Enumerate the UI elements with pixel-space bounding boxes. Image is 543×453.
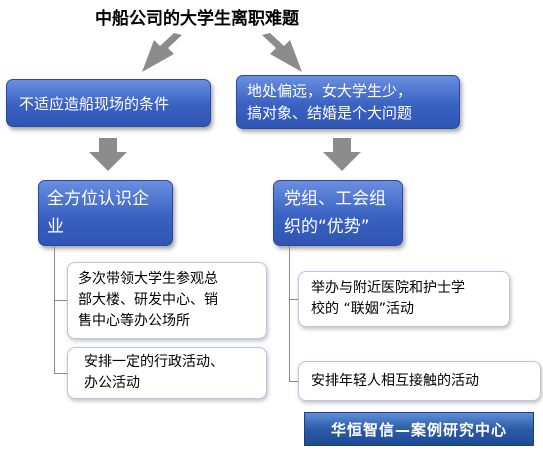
arrow-down-icon (89, 138, 127, 171)
connector-branch (54, 300, 67, 301)
connector-line-right (289, 246, 290, 381)
detail-matchmaking-line2: 校的 “联姻”活动 (311, 301, 414, 317)
diagram-title: 中船公司的大学生离职难题 (95, 9, 299, 29)
detail-box-matchmaking: 举办与附近医院和护士学 校的 “联姻”活动 (298, 271, 510, 327)
condition-box-left: 不适应造船现场的条件 (6, 79, 211, 127)
detail-visit-line1: 多次带领大学生参观总 (78, 271, 218, 287)
detail-box-social: 安排年轻人相互接触的活动 (298, 361, 541, 401)
connector-branch (54, 373, 67, 374)
arrow-down-icon (323, 138, 361, 171)
arrow-down-left-icon (142, 33, 182, 72)
detail-visit-line2: 部大楼、研发中心、销 (78, 292, 218, 308)
action-left-line1: 全方位认识企 (47, 189, 149, 209)
detail-matchmaking-line1: 举办与附近医院和护士学 (311, 280, 465, 296)
condition-left-text: 不适应造船现场的条件 (19, 94, 170, 113)
condition-right-line2: 搞对象、结婚是个大问题 (247, 104, 413, 122)
action-box-left: 全方位认识企 业 (38, 180, 173, 246)
condition-right-line1: 地处偏远，女大学生少， (247, 82, 413, 100)
action-right-line1: 党组、工会组 (284, 189, 386, 209)
detail-admin-line1: 安排一定的行政活动、 (84, 354, 224, 370)
action-box-right: 党组、工会组 织的“优势” (273, 180, 403, 246)
arrow-down-right-icon (262, 33, 302, 72)
action-right-line2: 织的“优势” (284, 217, 370, 237)
detail-box-admin: 安排一定的行政活动、 办公活动 (67, 347, 267, 399)
connector-line-left (54, 246, 55, 373)
detail-admin-line2: 办公活动 (84, 375, 140, 391)
condition-box-right: 地处偏远，女大学生少， 搞对象、结婚是个大问题 (236, 75, 460, 129)
detail-social-text: 安排年轻人相互接触的活动 (311, 372, 479, 389)
action-left-line2: 业 (47, 217, 64, 237)
detail-visit-line3: 售中心等办公场所 (78, 313, 190, 329)
connector-branch (289, 299, 298, 300)
detail-box-visit: 多次带领大学生参观总 部大楼、研发中心、销 售中心等办公场所 (67, 262, 267, 339)
connector-branch (289, 381, 298, 382)
brand-logo: 华恒智信—案例研究中心 (304, 412, 534, 446)
